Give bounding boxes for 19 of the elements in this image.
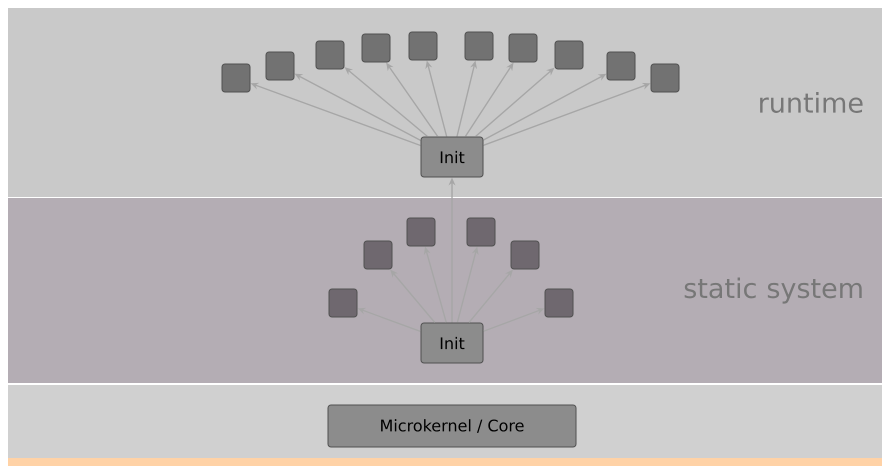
component-box [510, 240, 540, 270]
component-box [464, 32, 494, 60]
component-box [508, 34, 538, 62]
component-box [606, 52, 636, 80]
component-box [362, 34, 390, 62]
component-box [316, 40, 344, 70]
component-box [222, 64, 250, 92]
component-box [466, 218, 496, 246]
component-box [408, 32, 438, 60]
component-box [650, 64, 680, 92]
component-box [328, 288, 358, 318]
process-box: Init [420, 136, 484, 178]
component-box [266, 52, 294, 80]
component-box [406, 218, 436, 246]
process-box: Init [420, 322, 484, 364]
component-box [554, 40, 584, 70]
component-box [364, 240, 392, 270]
component-box [544, 288, 574, 318]
process-box: Microkernel / Core [328, 404, 576, 448]
